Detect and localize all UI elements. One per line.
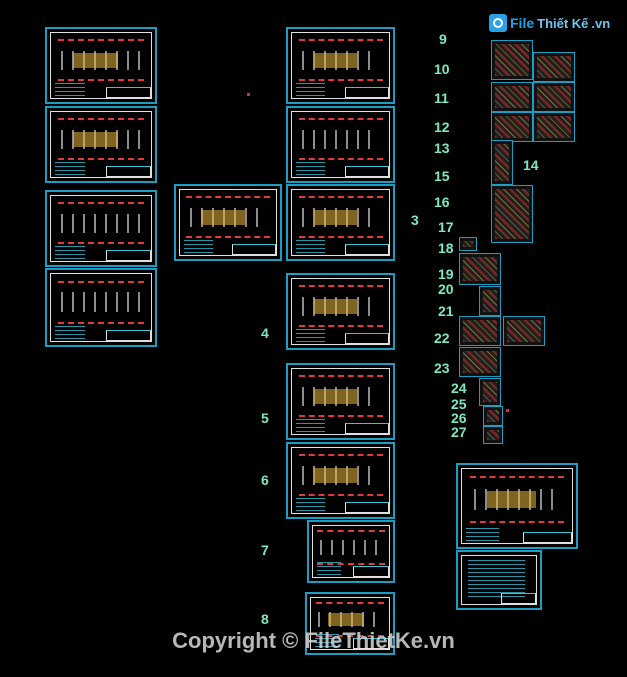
drawing-sheet[interactable]: [286, 363, 395, 440]
logo-icon: [489, 14, 507, 32]
detail-sheet[interactable]: [459, 316, 501, 346]
drawing-sheet[interactable]: [456, 463, 578, 549]
drawing-sheet[interactable]: [456, 550, 542, 610]
detail-sheet[interactable]: [491, 185, 533, 243]
label-3: 3: [411, 212, 419, 228]
drawing-sheet[interactable]: [286, 273, 395, 350]
detail-sheet[interactable]: [459, 347, 501, 377]
filethietke-logo: File Thiết Kế .vn: [489, 14, 610, 32]
detail-sheet[interactable]: [491, 40, 533, 80]
label-21: 21: [438, 303, 454, 319]
drawing-sheet[interactable]: [305, 592, 395, 655]
copyright-watermark: Copyright © FileThietKe.vn: [172, 628, 455, 653]
stray-mark: [506, 409, 509, 412]
logo-text-domain: .vn: [591, 15, 611, 31]
drawing-sheet[interactable]: [307, 520, 395, 583]
label-6: 6: [261, 472, 269, 488]
label-23: 23: [434, 360, 450, 376]
drawing-sheet[interactable]: [45, 27, 157, 104]
logo-text-thietke: Thiết Kế: [537, 15, 589, 31]
label-8: 8: [261, 611, 269, 627]
label-16: 16: [434, 194, 450, 210]
detail-sheet[interactable]: [533, 52, 575, 82]
label-7: 7: [261, 542, 269, 558]
detail-sheet[interactable]: [459, 253, 501, 285]
label-10: 10: [434, 61, 450, 77]
detail-sheet[interactable]: [533, 112, 575, 142]
label-15: 15: [434, 168, 450, 184]
label-27: 27: [451, 424, 467, 440]
label-4: 4: [261, 325, 269, 341]
label-22: 22: [434, 330, 450, 346]
drawing-sheet[interactable]: [174, 184, 282, 261]
logo-text-file: File: [510, 15, 535, 31]
label-25: 25: [451, 396, 467, 412]
drawing-sheet[interactable]: [286, 442, 395, 519]
detail-sheet[interactable]: [491, 112, 533, 142]
detail-sheet[interactable]: [479, 378, 501, 406]
label-13: 13: [434, 140, 450, 156]
detail-sheet[interactable]: [533, 82, 575, 112]
label-20: 20: [438, 281, 454, 297]
drawing-sheet[interactable]: [45, 190, 157, 267]
detail-sheet[interactable]: [491, 82, 533, 112]
label-14: 14: [523, 157, 539, 173]
label-9: 9: [439, 31, 447, 47]
detail-sheet[interactable]: [479, 286, 501, 316]
drawing-sheet[interactable]: [286, 106, 395, 183]
detail-sheet[interactable]: [491, 140, 513, 185]
stray-mark: [247, 93, 250, 96]
label-17: 17: [438, 219, 454, 235]
label-5: 5: [261, 410, 269, 426]
label-19: 19: [438, 266, 454, 282]
detail-sheet[interactable]: [459, 237, 477, 251]
label-24: 24: [451, 380, 467, 396]
label-12: 12: [434, 119, 450, 135]
label-26: 26: [451, 410, 467, 426]
label-11: 11: [434, 90, 449, 106]
drawing-sheet[interactable]: [45, 268, 157, 347]
detail-sheet[interactable]: [483, 426, 503, 444]
drawing-sheet[interactable]: [286, 184, 395, 261]
detail-sheet[interactable]: [483, 406, 503, 426]
label-18: 18: [438, 240, 454, 256]
detail-sheet[interactable]: [503, 316, 545, 346]
drawing-sheet[interactable]: [286, 27, 395, 104]
drawing-sheet[interactable]: [45, 106, 157, 183]
